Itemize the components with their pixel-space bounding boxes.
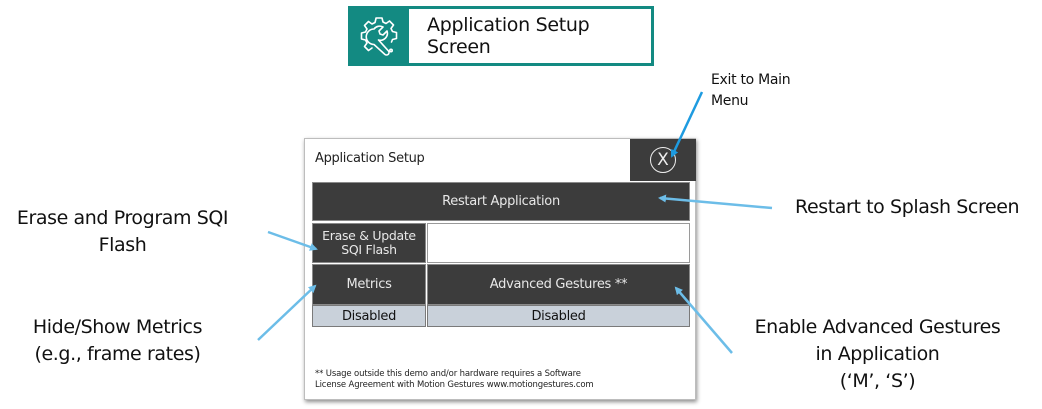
metrics-status[interactable]: Disabled: [312, 305, 426, 327]
annotation-exit-line-1: Exit to Main: [711, 72, 791, 88]
sqi-flash-status-field: [427, 223, 690, 263]
panel-title: Application Setup: [315, 151, 425, 166]
annotation-erase-line-2: Flash: [98, 234, 147, 256]
footnote-line-2: License Agreement with Motion Gestures w…: [315, 379, 594, 390]
footnote-line-1: ** Usage outside this demo and/or hardwa…: [315, 369, 581, 379]
annotation-erase: Erase and Program SQI Flash: [0, 205, 245, 259]
gear-wrench-icon: [351, 9, 409, 63]
screen-title: Application Setup Screen: [427, 14, 590, 58]
screen-title-banner: Application Setup Screen: [348, 6, 654, 66]
exit-button[interactable]: X: [630, 139, 696, 181]
annotation-exit: Exit to Main Menu: [711, 70, 791, 112]
erase-label-line-2: SQI Flash: [341, 242, 397, 257]
license-footnote: ** Usage outside this demo and/or hardwa…: [315, 369, 594, 390]
annotation-advanced: Enable Advanced Gestures in Application …: [740, 314, 1015, 395]
close-icon: X: [650, 147, 676, 173]
metrics-button[interactable]: Metrics: [312, 264, 426, 305]
advanced-gestures-status[interactable]: Disabled: [427, 305, 690, 327]
annotation-metrics: Hide/Show Metrics (e.g., frame rates): [5, 314, 230, 368]
advanced-gestures-button[interactable]: Advanced Gestures **: [427, 264, 690, 305]
annotation-advanced-line-2: in Application: [815, 343, 940, 365]
annotation-metrics-line-1: Hide/Show Metrics: [32, 316, 203, 338]
erase-label-line-1: Erase & Update: [322, 228, 416, 243]
annotation-exit-line-2: Menu: [711, 93, 749, 109]
application-setup-panel: Application Setup X Restart Application …: [304, 138, 696, 400]
erase-update-sqi-flash-button[interactable]: Erase & Update SQI Flash: [312, 223, 426, 263]
annotation-advanced-line-1: Enable Advanced Gestures: [754, 316, 1001, 338]
annotation-restart: Restart to Splash Screen: [795, 196, 1020, 218]
annotation-erase-line-1: Erase and Program SQI: [16, 207, 229, 229]
annotation-metrics-line-2: (e.g., frame rates): [34, 343, 201, 365]
annotation-advanced-line-3: (‘M’, ‘S’): [839, 370, 916, 392]
restart-application-button[interactable]: Restart Application: [312, 182, 690, 221]
